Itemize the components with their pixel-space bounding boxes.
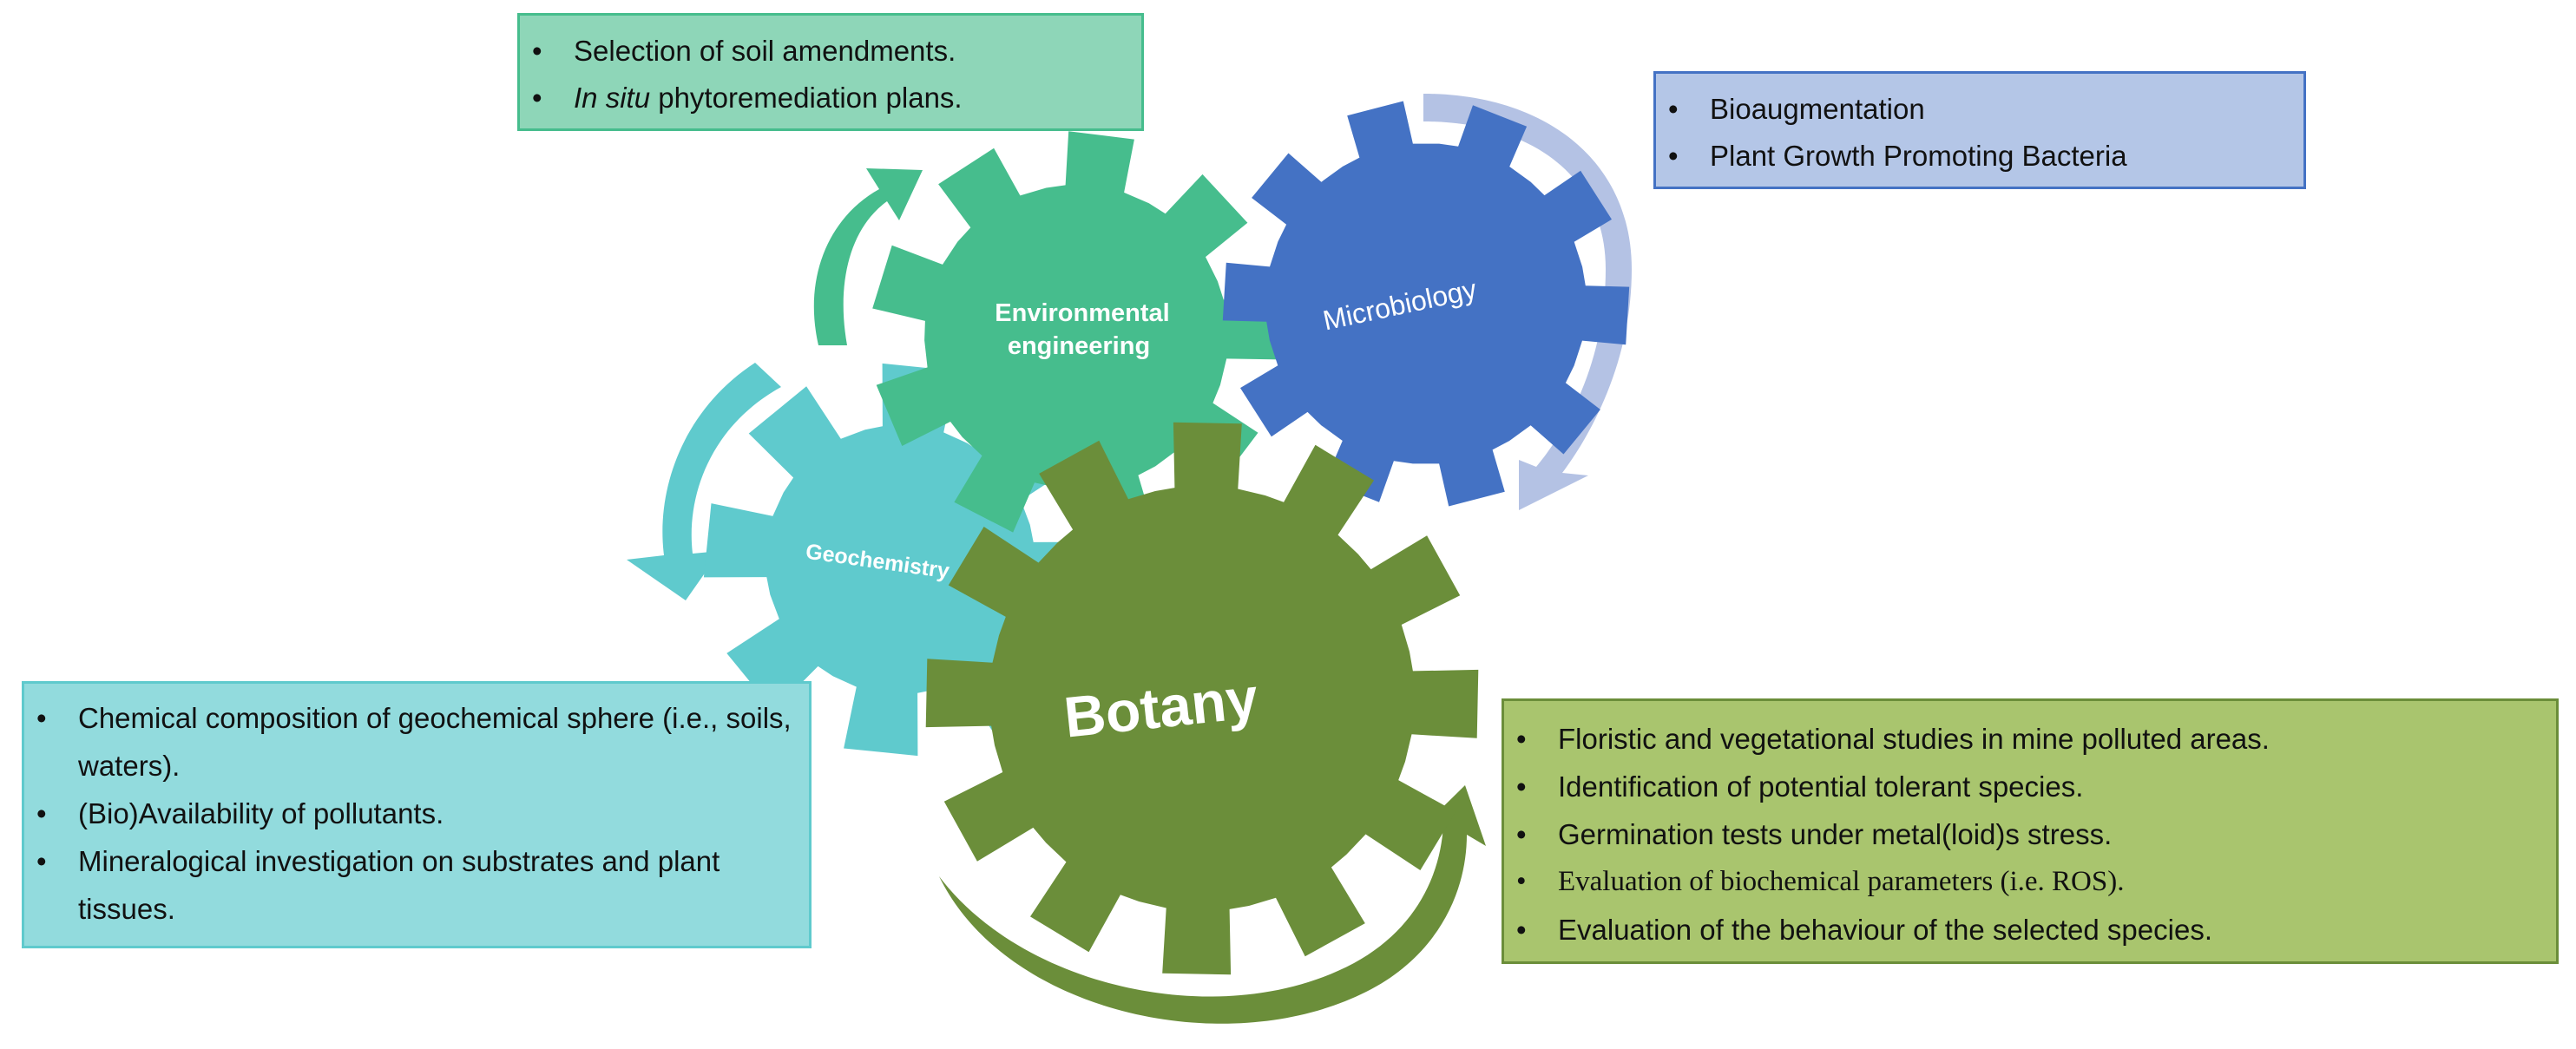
microbiology-box: Bioaugmentation Plant Growth Promoting B… (1653, 71, 2306, 189)
list-item: Mineralogical investigation on substrate… (24, 837, 793, 933)
botany-box: Floristic and vegetational studies in mi… (1502, 698, 2559, 964)
list-item: Germination tests under metal(loid)s str… (1504, 810, 2542, 858)
environmental-engineering-label-line1: Environmental (995, 299, 1169, 327)
list-item: (Bio)Availability of pollutants. (24, 790, 793, 837)
list-item: Bioaugmentation (1656, 86, 2290, 133)
geochemistry-arrow (627, 363, 781, 600)
environmental-engineering-arrow (813, 168, 923, 345)
geochemistry-box: Chemical composition of geochemical sphe… (22, 681, 812, 948)
list-item: Plant Growth Promoting Bacteria (1656, 133, 2290, 180)
list-item: Floristic and vegetational studies in mi… (1504, 715, 2542, 763)
environmental-engineering-label-line2: engineering (1008, 332, 1150, 360)
environmental-engineering-box: Selection of soil amendments. In situ ph… (517, 13, 1144, 131)
list-item: Evaluation of biochemical parameters (i.… (1504, 858, 2542, 906)
list-item: Selection of soil amendments. (520, 28, 1127, 75)
botany-gear (925, 422, 1479, 975)
list-item: In situ phytoremediation plans. (520, 75, 1127, 121)
microbiology-gear (1222, 101, 1630, 507)
list-item: Evaluation of the behaviour of the selec… (1504, 906, 2542, 954)
list-item: Chemical composition of geochemical sphe… (24, 694, 793, 790)
list-item: Identification of potential tolerant spe… (1504, 763, 2542, 810)
